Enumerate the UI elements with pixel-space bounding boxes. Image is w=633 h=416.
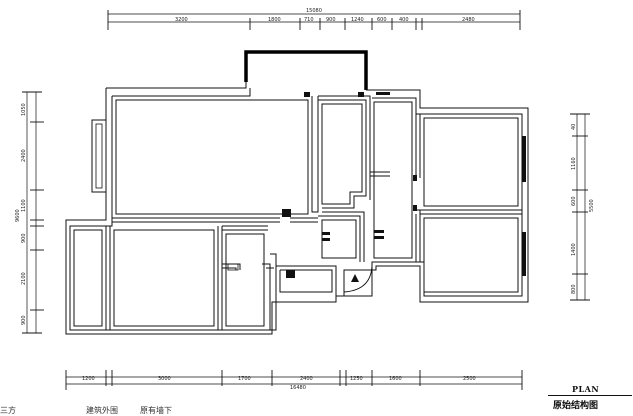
right-seg-label: 600	[571, 196, 577, 206]
title-underline	[548, 395, 632, 396]
entrance-door	[343, 263, 373, 293]
bottom-seg-label: 1250	[350, 376, 363, 382]
top-total-label: 15080	[306, 8, 322, 14]
bottom-seg-label: 2500	[463, 376, 476, 382]
window-marks	[376, 92, 526, 276]
bottom-total-label: 16480	[290, 385, 306, 391]
left-seg-label: 2100	[21, 272, 27, 285]
interior-walls	[73, 95, 522, 330]
left-seg-label: 1050	[21, 103, 27, 116]
top-seg-label: 900	[326, 17, 336, 23]
top-seg-label: 2480	[462, 17, 475, 23]
left-seg-label: 2400	[21, 149, 27, 162]
partition-stub	[227, 263, 239, 271]
left-dimension-chain: 1050 2400 1100 900 2100 900 9600	[15, 91, 44, 334]
top-seg-label: 1240	[351, 17, 364, 23]
plan-subtitle: 原始结构图	[553, 401, 599, 411]
right-seg-label: 800	[571, 284, 577, 294]
bottom-seg-label: 1600	[389, 376, 402, 382]
plan-label: PLAN	[572, 384, 600, 394]
left-seg-label: 900	[21, 233, 27, 243]
right-dimension-chain: 40 1160 600 1400 800 5500	[570, 113, 595, 301]
footnote-left: 三方	[0, 406, 16, 415]
top-seg-label: 1800	[268, 17, 281, 23]
left-total-label: 9600	[15, 209, 21, 222]
left-seg-label: 1100	[21, 199, 27, 212]
right-seg-label: 1160	[571, 157, 577, 170]
bottom-seg-label: 2400	[300, 376, 313, 382]
top-seg-label: 710	[304, 17, 314, 23]
top-seg-label: 600	[377, 17, 387, 23]
top-seg-label: 3200	[175, 17, 188, 23]
top-seg-label: 400	[399, 17, 409, 23]
footnote-mid: 建筑外围	[86, 406, 118, 415]
bottom-dimension-chain: 1200 3000 1700 2400 1250 1600 2500 16480	[65, 370, 523, 391]
footnote-right: 原有墙下	[140, 406, 172, 415]
bay-window	[91, 119, 107, 193]
structural-columns	[282, 92, 417, 278]
bottom-seg-label: 1700	[238, 376, 251, 382]
right-seg-label: 40	[571, 124, 577, 130]
left-seg-label: 900	[21, 315, 27, 325]
bottom-seg-label: 1200	[82, 376, 95, 382]
bottom-seg-label: 3000	[158, 376, 171, 382]
top-dimension-chain: 15080 3200 1800 710 900 1240 600 400 248…	[107, 8, 521, 30]
right-seg-label: 1400	[571, 243, 577, 256]
right-total-label: 5500	[589, 199, 595, 212]
